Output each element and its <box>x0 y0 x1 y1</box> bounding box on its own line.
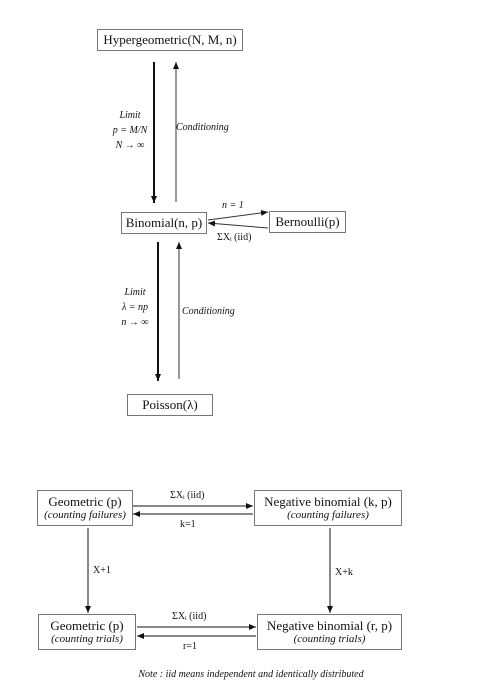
geometric-trials-node: Geometric (p) (counting trials) <box>38 614 136 650</box>
limit-1-block: Limit p = M/N N → ∞ <box>110 110 150 151</box>
negbin-failures-node: Negative binomial (k, p) (counting failu… <box>254 490 402 526</box>
x-plus-k-label: X+k <box>335 567 353 578</box>
conditioning-2-label: Conditioning <box>182 306 235 317</box>
negbin-trials-title: Negative binomial (r, p) <box>266 617 393 633</box>
bernoulli-bottom-label: ΣXᵢ (iid) <box>217 232 252 243</box>
negbin-trials-sub: (counting trials) <box>293 633 366 646</box>
r-eq-1-label: r=1 <box>183 641 197 652</box>
bernoulli-top-label: n = 1 <box>222 200 244 211</box>
limit-1-condition: N → ∞ <box>115 140 145 151</box>
geometric-failures-title: Geometric (p) <box>48 493 122 509</box>
limit-1-title: Limit <box>119 110 141 121</box>
footnote: Note : iid means independent and identic… <box>138 669 364 680</box>
x-plus-1-label: X+1 <box>93 565 111 576</box>
limit-2-condition: n → ∞ <box>121 317 149 328</box>
negbin-failures-title: Negative binomial (k, p) <box>264 493 392 509</box>
binomial-label: Binomial(n, p) <box>125 215 203 231</box>
limit-2-title: Limit <box>124 287 146 298</box>
hypergeometric-label: Hypergeometric(N, M, n) <box>103 32 237 48</box>
binomial-node: Binomial(n, p) <box>121 212 207 234</box>
geometric-failures-sub: (counting failures) <box>44 509 126 522</box>
hypergeometric-node: Hypergeometric(N, M, n) <box>97 29 243 51</box>
k-eq-1-label: k=1 <box>180 519 196 530</box>
arrow-binom-to-bern <box>207 209 269 221</box>
geometric-trials-title: Geometric (p) <box>50 617 124 633</box>
bernoulli-label: Bernoulli(p) <box>275 214 340 230</box>
limit-2-formula: λ = np <box>121 302 149 313</box>
geometric-failures-node: Geometric (p) (counting failures) <box>37 490 133 526</box>
arrow-bern-to-binom <box>207 220 269 229</box>
sum-iid-bottom-label: ΣXᵢ (iid) <box>172 611 207 622</box>
limit-2-block: Limit λ = np n → ∞ <box>114 287 156 328</box>
bernoulli-node: Bernoulli(p) <box>269 211 346 233</box>
sum-iid-top-label: ΣXᵢ (iid) <box>170 490 205 501</box>
poisson-label: Poisson(λ) <box>142 397 198 413</box>
geometric-trials-sub: (counting trials) <box>51 633 123 646</box>
limit-1-formula: p = M/N <box>112 125 148 136</box>
negbin-trials-node: Negative binomial (r, p) (counting trial… <box>257 614 402 650</box>
poisson-node: Poisson(λ) <box>127 394 213 416</box>
negbin-failures-sub: (counting failures) <box>287 509 369 522</box>
conditioning-1-label: Conditioning <box>176 122 229 133</box>
